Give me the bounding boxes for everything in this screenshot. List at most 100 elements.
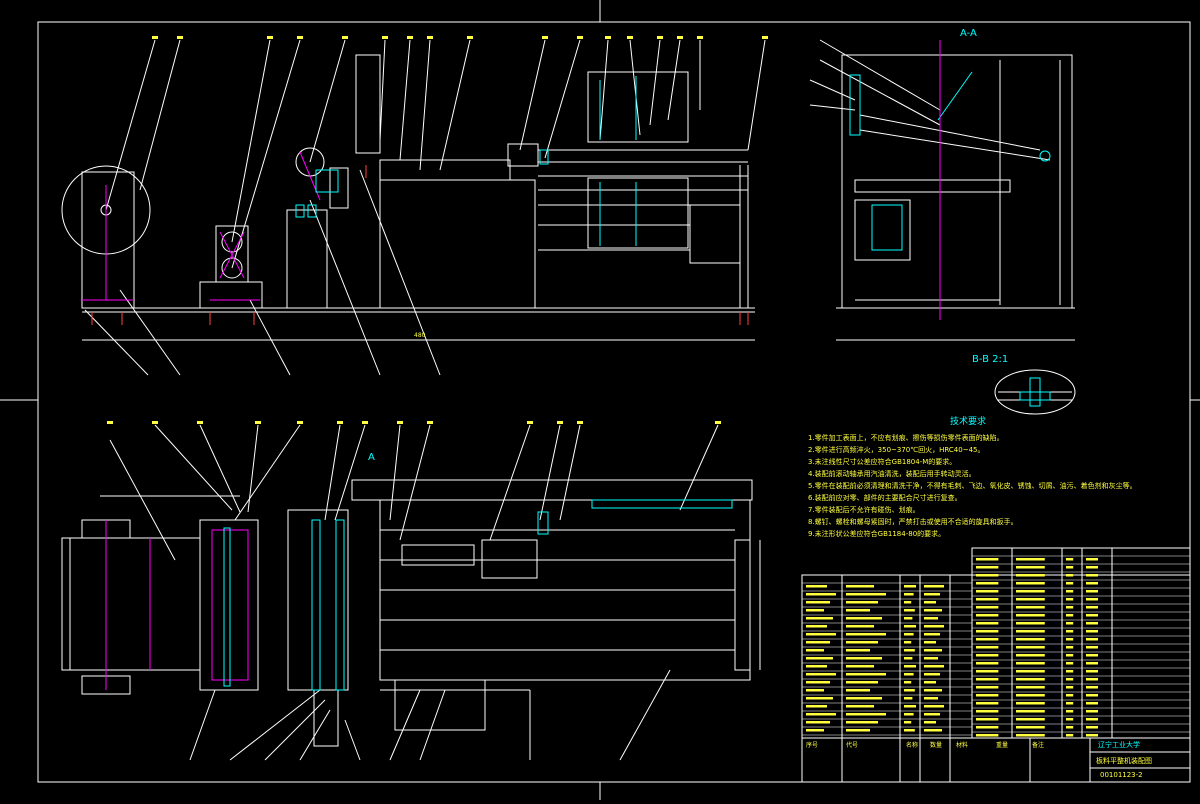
parts-list-entry-mark <box>1016 670 1045 673</box>
parts-list-entry-mark <box>924 633 940 636</box>
parts-list-entry-mark <box>976 558 999 561</box>
parts-list-entry-mark <box>1086 638 1098 641</box>
parts-list-entry-mark <box>806 713 836 716</box>
section-arrow-label: A <box>368 452 375 463</box>
parts-list-entry-mark <box>1066 710 1074 713</box>
parts-list-entry-mark <box>924 649 942 652</box>
section-aa-label: A-A <box>960 28 977 39</box>
tech-requirement-item: 4.装配前滚动轴承用汽油清洗，装配后用手转动灵活。 <box>808 470 976 478</box>
balloon-mark <box>197 421 203 424</box>
balloon-mark <box>557 421 563 424</box>
parts-list-entry-mark <box>924 657 938 660</box>
parts-list-entry-mark <box>1016 614 1045 617</box>
parts-list-entry-mark <box>924 641 936 644</box>
parts-list-entry-mark <box>846 601 878 604</box>
parts-list-entry-mark <box>1016 598 1045 601</box>
parts-list-entry-mark <box>806 625 827 628</box>
balloon-mark <box>337 421 343 424</box>
parts-list-entry-mark <box>1066 718 1074 721</box>
parts-list-entry-mark <box>846 681 878 684</box>
parts-list-entry-mark <box>1086 670 1098 673</box>
title-block-header-cell: 备注 <box>1032 742 1045 749</box>
parts-list-entry-mark <box>924 681 936 684</box>
parts-list-entry-mark <box>976 574 999 577</box>
parts-list-entry-mark <box>904 649 915 652</box>
title-block-header-cell: 代号 <box>846 742 859 749</box>
parts-list-entry-mark <box>1016 686 1045 689</box>
parts-list-entry-mark <box>976 662 999 665</box>
parts-list-entry-mark <box>924 721 936 724</box>
balloon-mark <box>267 36 273 39</box>
parts-list-entry-mark <box>976 622 999 625</box>
balloon-mark <box>542 36 548 39</box>
top-view-strip <box>105 520 249 690</box>
parts-list-entry-mark <box>1066 662 1074 665</box>
parts-list-entry-mark <box>976 614 999 617</box>
drawing-number: 00101123-2 <box>1100 771 1143 779</box>
parts-list-entry-mark <box>1066 614 1074 617</box>
parts-list-entry-mark <box>846 633 886 636</box>
parts-list-entry-mark <box>904 721 912 724</box>
drawing-name: 板料平整机装配图 <box>1096 757 1152 765</box>
parts-list-entry-mark <box>846 625 874 628</box>
parts-list-entry-mark <box>1016 678 1045 681</box>
parts-list-entry-mark <box>846 713 886 716</box>
balloon-mark <box>397 421 403 424</box>
parts-list-entry-mark <box>1016 702 1045 705</box>
parts-list-entry-mark <box>806 657 833 660</box>
parts-list-entry-mark <box>1086 598 1098 601</box>
parts-list-entry-mark <box>976 694 999 697</box>
balloon-mark <box>427 36 433 39</box>
parts-list-entry-mark <box>1086 582 1098 585</box>
parts-list-entry-mark <box>1016 590 1045 593</box>
parts-list-entry-mark <box>924 601 936 604</box>
balloon-mark <box>527 421 533 424</box>
parts-list-entry-mark <box>1016 662 1045 665</box>
parts-list-entry-mark <box>1086 662 1098 665</box>
parts-list-entry-mark <box>1086 566 1098 569</box>
parts-list-entry-mark <box>1086 718 1098 721</box>
parts-list-entry-mark <box>976 718 999 721</box>
parts-list-entry-mark <box>904 593 914 596</box>
parts-list-entry-mark <box>924 617 938 620</box>
section-bb-bolt <box>1019 377 1051 407</box>
parts-list-entry-mark <box>976 646 999 649</box>
parts-list-entry-mark <box>1016 646 1045 649</box>
parts-list-entry-mark <box>904 665 916 668</box>
parts-list-entry-mark <box>1066 654 1074 657</box>
parts-list-entry-mark <box>976 726 999 729</box>
parts-list-entry-mark <box>1066 574 1074 577</box>
parts-list-entry-mark <box>1086 710 1098 713</box>
balloon-mark <box>627 36 633 39</box>
parts-list-entry-mark <box>1066 598 1074 601</box>
title-block-header-cell: 重量 <box>996 742 1009 749</box>
parts-list-entry-mark <box>976 670 999 673</box>
parts-list-entry-mark <box>806 633 836 636</box>
parts-list-entry-mark <box>924 673 940 676</box>
parts-list-entry-mark <box>1066 566 1074 569</box>
balloon-mark <box>362 421 368 424</box>
parts-list-entry-mark <box>1066 686 1074 689</box>
parts-list-entry-mark <box>1016 638 1045 641</box>
top-view <box>61 424 753 761</box>
tech-requirement-item: 2.零件进行高频淬火，350~370℃回火，HRC40~45。 <box>808 446 985 454</box>
parts-list-entry-mark <box>976 582 999 585</box>
parts-list-entry-mark <box>806 609 824 612</box>
balloon-mark <box>255 421 261 424</box>
parts-list-entry-mark <box>806 649 824 652</box>
tech-requirement-item: 1.零件加工表面上，不应有划痕、擦伤等损伤零件表面的缺陷。 <box>808 434 1004 442</box>
parts-list-entry-mark <box>846 729 870 732</box>
parts-list-entry-mark <box>1086 590 1098 593</box>
parts-list-entry-mark <box>976 598 999 601</box>
parts-list-table <box>801 547 1191 783</box>
parts-list-entry-mark <box>806 665 827 668</box>
top-view-rollers <box>223 499 733 691</box>
balloon-mark <box>297 36 303 39</box>
parts-list-entry-mark <box>1066 590 1074 593</box>
parts-list-entry-mark <box>976 702 999 705</box>
parts-list-entry-mark <box>1086 654 1098 657</box>
balloon-mark <box>297 421 303 424</box>
parts-list-entry-mark <box>1086 678 1098 681</box>
parts-list-entry-mark <box>1086 574 1098 577</box>
